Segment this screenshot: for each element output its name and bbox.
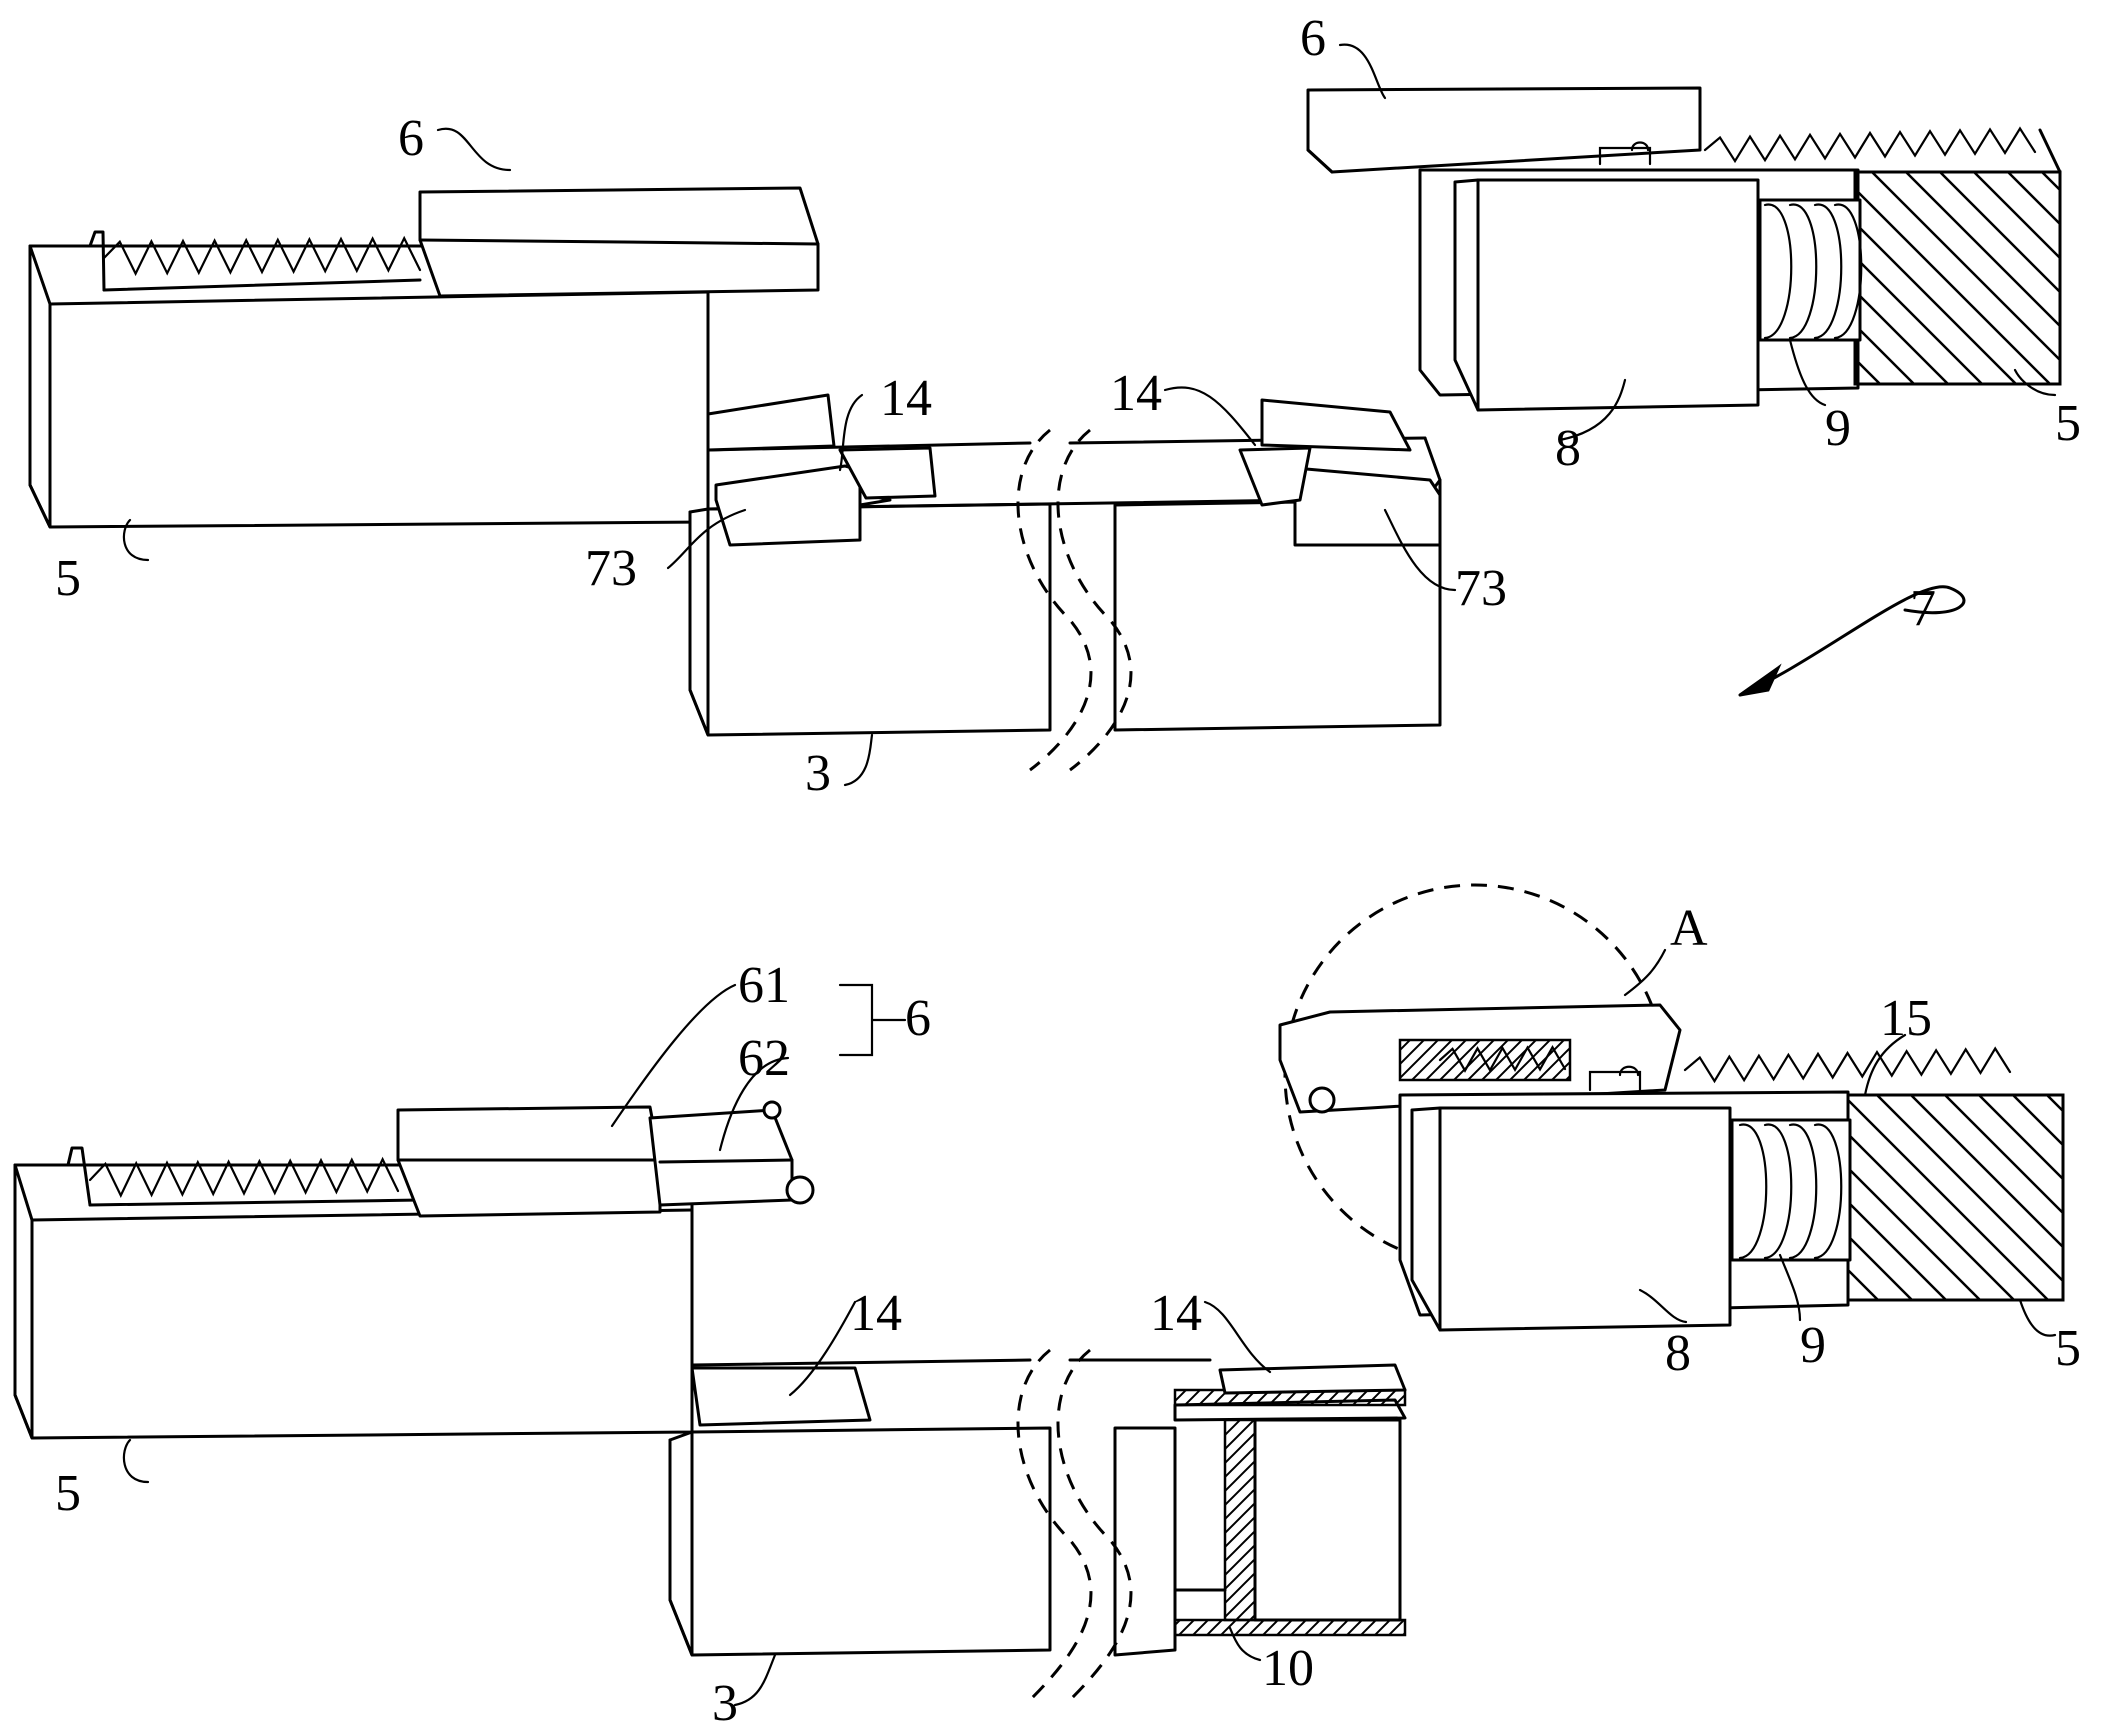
label-6-bottom-left: 6 — [905, 990, 931, 1047]
label-6-top-right: 6 — [1300, 10, 1326, 67]
button-6-top-left — [420, 188, 818, 296]
label-73-top-left: 73 — [585, 540, 637, 597]
label-3-top: 3 — [805, 745, 831, 802]
top-left-view — [30, 188, 1440, 770]
label-14-top-middle: 14 — [1110, 365, 1162, 422]
slider-8-bottom-right — [1412, 1108, 1730, 1330]
label-3-bottom: 3 — [712, 1675, 738, 1724]
label-8-top-right: 8 — [1555, 420, 1581, 477]
label-9-top-right: 9 — [1825, 400, 1851, 457]
end-frame-10 — [1175, 1365, 1405, 1635]
bottom-left-view — [15, 1102, 1405, 1700]
button-61-bottom-left — [398, 1107, 660, 1216]
label-9-bottom-right: 9 — [1800, 1317, 1826, 1374]
spring-15 — [1685, 1049, 2010, 1082]
label-62: 62 — [738, 1030, 790, 1087]
rail-3-bottom-left — [670, 1360, 1210, 1655]
lever-62-bottom-left — [650, 1102, 813, 1205]
label-6-top-left: 6 — [398, 110, 424, 167]
slider-8-top-right — [1455, 180, 1758, 410]
coil-9-top-right — [1760, 200, 1861, 340]
label-5-top-right: 5 — [2055, 395, 2081, 452]
label-14-bottom-left: 14 — [850, 1285, 902, 1342]
label-5-bottom-left: 5 — [55, 1465, 81, 1522]
label-5-top-left: 5 — [55, 550, 81, 607]
label-73-top-right: 73 — [1455, 560, 1507, 617]
hatch-block-bottom-right — [1848, 1095, 2063, 1300]
label-a: A — [1670, 900, 1708, 957]
top-right-view — [1308, 88, 2060, 410]
coil-9-bottom-right — [1732, 1120, 1850, 1260]
hatch-block-top-right — [1855, 172, 2060, 384]
label-8-bottom-right: 8 — [1665, 1325, 1691, 1382]
label-14-top-left: 14 — [880, 370, 932, 427]
label-5-bottom-right: 5 — [2055, 1320, 2081, 1377]
label-15: 15 — [1880, 990, 1932, 1047]
button-6-top-right — [1308, 88, 1700, 172]
label-14-bottom-middle: 14 — [1150, 1285, 1202, 1342]
label-10: 10 — [1262, 1640, 1314, 1697]
label-7: 7 — [1910, 580, 1936, 637]
label-61: 61 — [738, 957, 790, 1014]
